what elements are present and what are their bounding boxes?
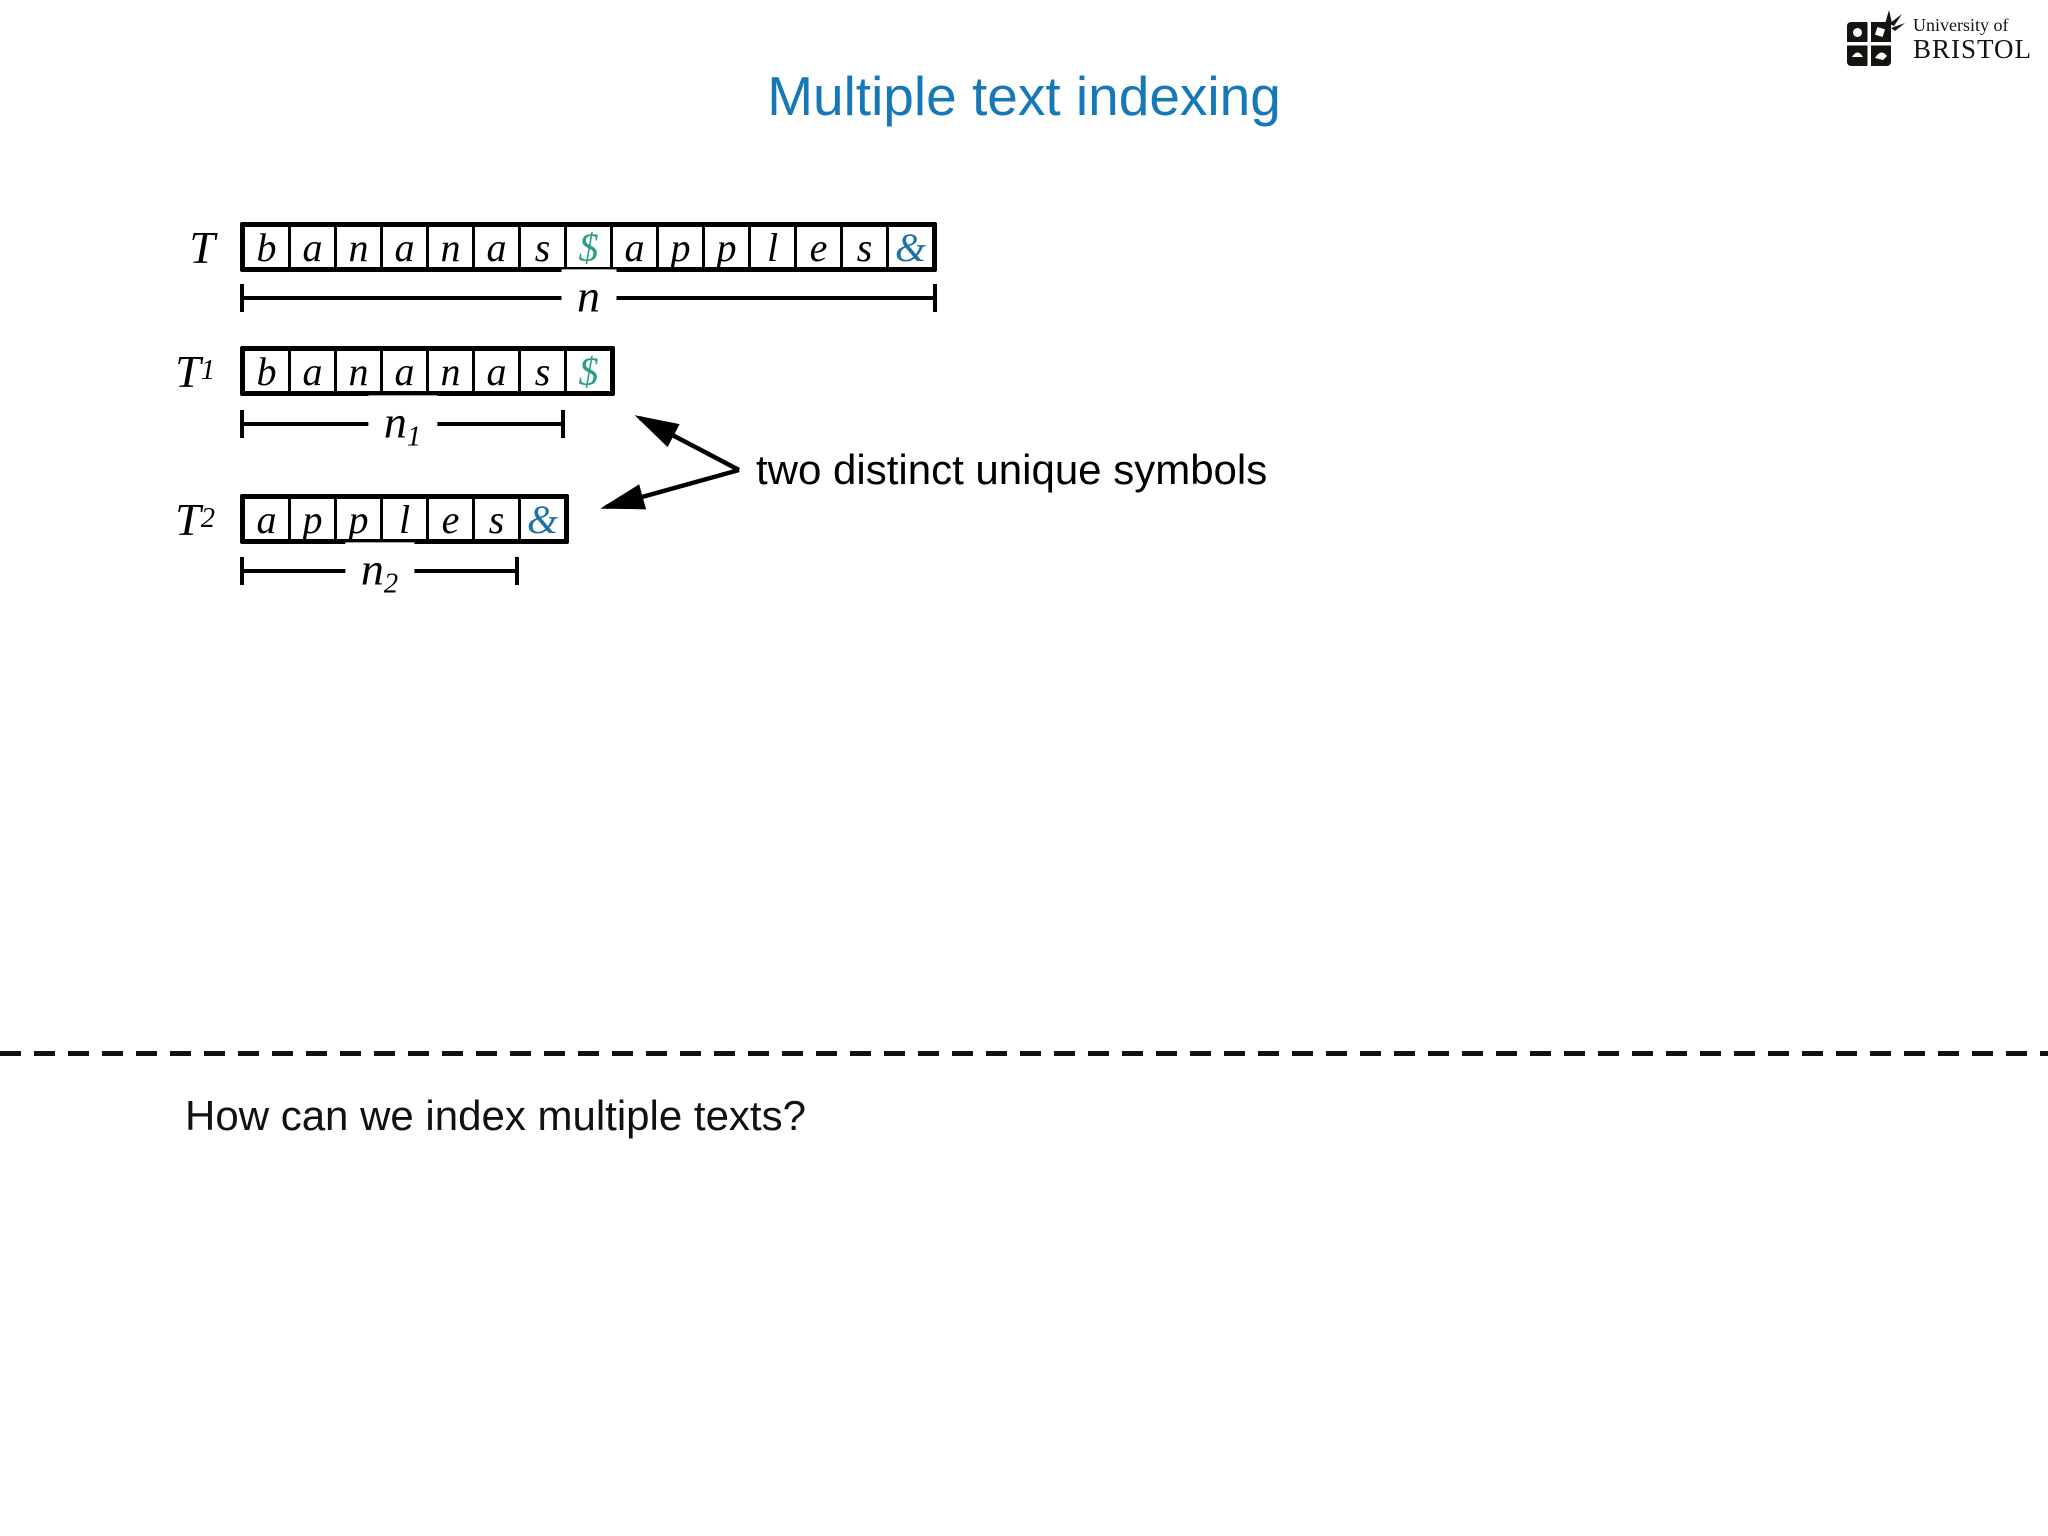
measure-label: n2 xyxy=(344,542,415,598)
cell-a: a xyxy=(383,225,426,270)
cell-n: n xyxy=(429,349,472,394)
cell-a: a xyxy=(613,225,656,270)
cell-p: p xyxy=(705,225,748,270)
cell-$: $ xyxy=(567,349,610,394)
cell-l: l xyxy=(751,225,794,270)
cell-a: a xyxy=(291,349,334,394)
cell-p: p xyxy=(291,497,334,542)
cell-a: a xyxy=(245,497,288,542)
cell-b: b xyxy=(245,349,288,394)
logo-bristol: BRISTOL xyxy=(1912,33,2032,64)
cell-p: p xyxy=(337,497,380,542)
measure-tick-left xyxy=(240,284,244,312)
measure-n2: n2 xyxy=(240,542,519,598)
cell-s: s xyxy=(521,349,564,394)
cell-n: n xyxy=(337,225,380,270)
cell-$: $ xyxy=(567,225,610,270)
measure-tick-right xyxy=(933,284,937,312)
measure-label: n1 xyxy=(367,395,438,451)
cell-a: a xyxy=(291,225,334,270)
cell-e: e xyxy=(429,497,472,542)
row-label-T: T xyxy=(189,221,215,273)
measure-tick-left xyxy=(240,557,244,585)
separator-dashed-line xyxy=(0,1051,2048,1056)
cell-a: a xyxy=(383,349,426,394)
cell-p: p xyxy=(659,225,702,270)
measure-label: n xyxy=(561,269,616,323)
university-logo: University of BRISTOL xyxy=(1845,10,2032,68)
cell-&: & xyxy=(521,497,564,542)
cell-n: n xyxy=(429,225,472,270)
cell-a: a xyxy=(475,225,518,270)
cell-n: n xyxy=(337,349,380,394)
question-text: How can we index multiple texts? xyxy=(185,1092,806,1139)
measure-tick-left xyxy=(240,410,244,438)
cell-s: s xyxy=(475,497,518,542)
cell-e: e xyxy=(797,225,840,270)
cell-s: s xyxy=(843,225,886,270)
measure-n1: n1 xyxy=(240,395,565,451)
annotation-text: two distinct unique symbols xyxy=(756,446,1268,493)
cell-a: a xyxy=(475,349,518,394)
cell-l: l xyxy=(383,497,426,542)
logo-university-of: University of xyxy=(1912,14,2009,35)
cell-&: & xyxy=(889,225,932,270)
logo-wordmark: University of BRISTOL xyxy=(1913,16,2032,63)
measure-n: n xyxy=(240,269,937,323)
measure-tick-right xyxy=(515,557,519,585)
slide-title: Multiple text indexing xyxy=(767,65,1281,127)
cell-b: b xyxy=(245,225,288,270)
cell-s: s xyxy=(521,225,564,270)
measure-tick-right xyxy=(561,410,565,438)
bristol-crest-icon xyxy=(1846,10,1905,66)
